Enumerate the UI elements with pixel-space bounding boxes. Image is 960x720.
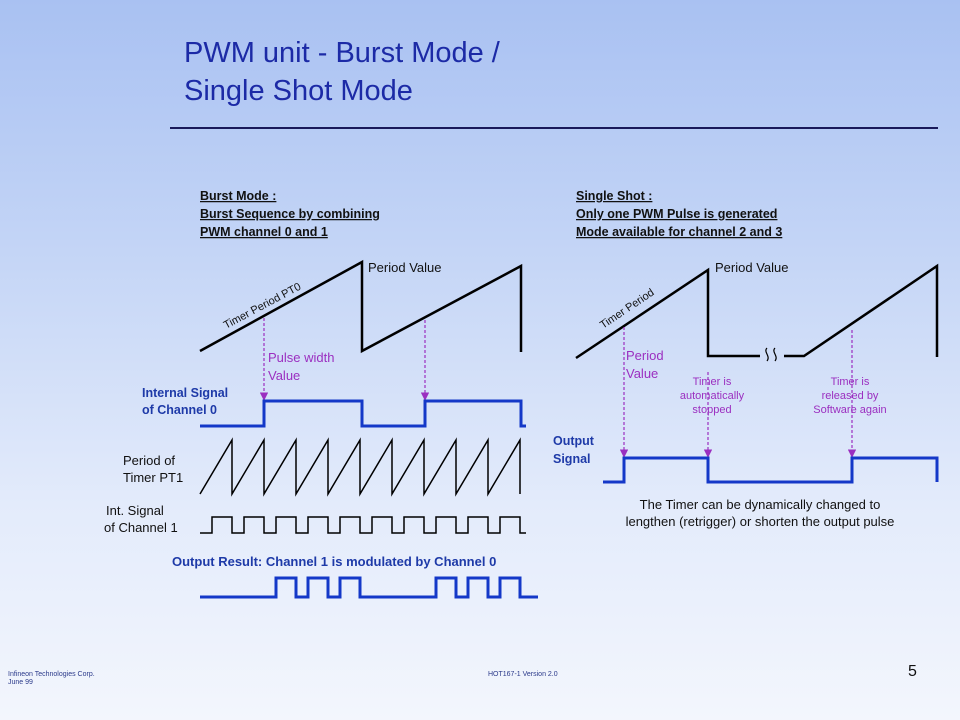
single-timer-ramp-2 (784, 263, 939, 358)
burst-heading-3: PWM channel 0 and 1 (200, 225, 328, 239)
footer-company: Infineon Technologies Corp. June 99 (8, 671, 95, 687)
footer-company-name: Infineon Technologies Corp. (8, 671, 95, 678)
title-line-2: Single Shot Mode (184, 75, 413, 107)
burst-heading-2: Burst Sequence by combining (200, 207, 380, 221)
single-timer-ramp (575, 267, 760, 360)
single-heading-3: Mode available for channel 2 and 3 (576, 225, 782, 239)
output-result-signal (200, 576, 538, 599)
burst-heading-1: Burst Mode : (200, 189, 276, 203)
output-result-label: Output Result: Channel 1 is modulated by… (172, 554, 496, 569)
single-heading-2: Only one PWM Pulse is generated (576, 207, 777, 221)
single-period-value: Period Value (715, 260, 788, 275)
single-note-1: The Timer can be dynamically changed to (640, 497, 881, 512)
footer-version: HOT167-1 Version 2.0 (488, 671, 558, 678)
pulse-width-label-2: Value (268, 368, 300, 383)
pt1-period-label-1: Period of (123, 453, 175, 468)
pt0-sawtooth (199, 259, 523, 354)
int-signal-label-2: of Channel 1 (104, 520, 178, 535)
internal-signal-label-2: of Channel 0 (142, 403, 217, 417)
slide-title: PWM unit - Burst Mode / Single Shot Mode (184, 34, 884, 110)
single-output-signal (603, 456, 939, 484)
output-signal-label-2: Signal (553, 452, 591, 466)
footer-date: June 99 (8, 679, 33, 686)
stopped-note-1: Timer is (693, 376, 732, 388)
pulse-width-label-1: Pulse width (268, 350, 334, 365)
single-period-label-1: Period (626, 348, 664, 363)
pt1-sawtooth (199, 437, 521, 497)
released-note-1: Timer is (831, 376, 870, 388)
pt0-timer-label: Timer Period PT0 (222, 281, 303, 332)
released-note-3: Software again (813, 404, 886, 416)
int-signal-label-1: Int. Signal (106, 503, 164, 518)
single-period-label-2: Value (626, 366, 658, 381)
channel-0-signal (200, 399, 526, 428)
title-line-1: PWM unit - Burst Mode / (184, 37, 500, 69)
released-note-2: released by (822, 390, 879, 402)
time-break-mark (765, 347, 777, 362)
output-signal-label-1: Output (553, 434, 595, 448)
page-number: 5 (908, 663, 917, 680)
single-note-2: lengthen (retrigger) or shorten the outp… (626, 514, 895, 529)
channel-1-signal (200, 516, 526, 534)
single-heading-1: Single Shot : (576, 189, 652, 203)
pt0-period-value: Period Value (368, 260, 441, 275)
stopped-note-3: stopped (692, 404, 731, 416)
pt1-period-label-2: Timer PT1 (123, 470, 183, 485)
internal-signal-label-1: Internal Signal (142, 386, 228, 400)
stopped-note-2: automatically (680, 390, 745, 402)
